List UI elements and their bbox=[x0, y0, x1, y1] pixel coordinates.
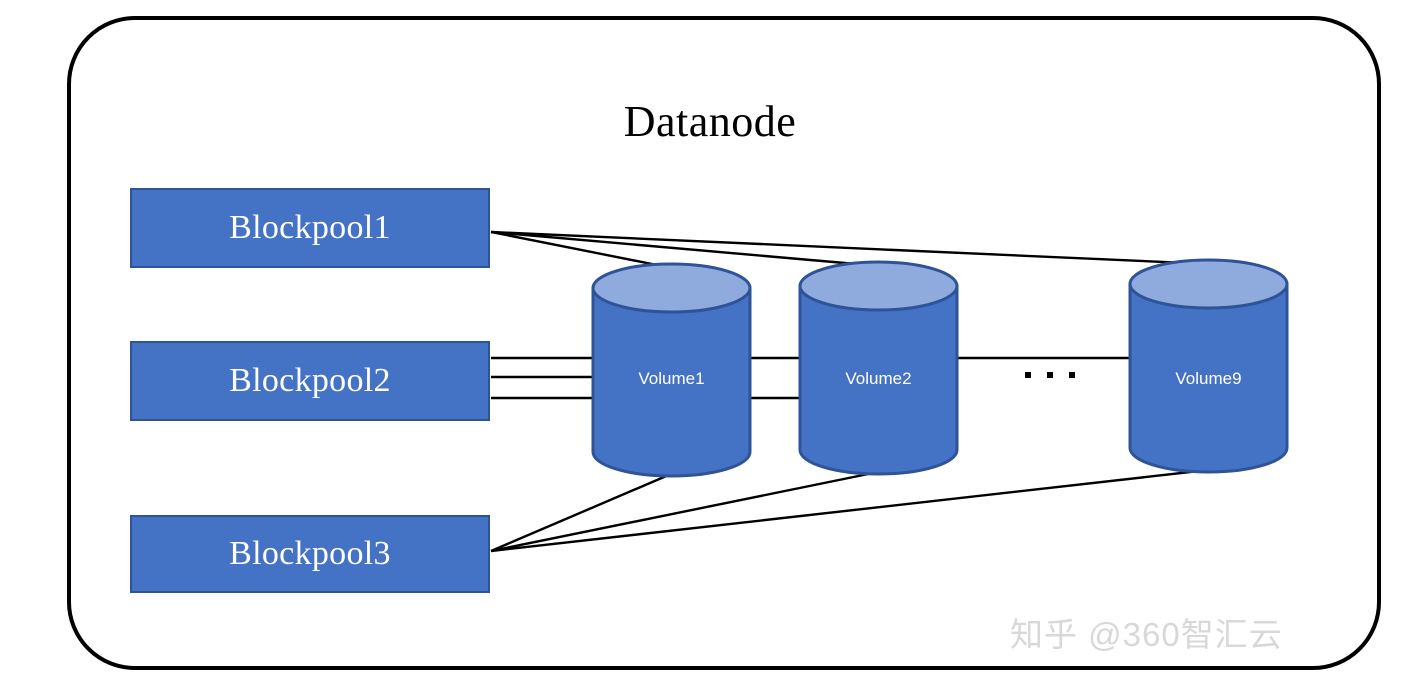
connector-bp1-vol1 bbox=[490, 230, 673, 270]
blockpool2-box[interactable]: Blockpool2 bbox=[130, 341, 490, 421]
connector-bp1-vol9 bbox=[490, 230, 1210, 266]
datanode-container-outline bbox=[67, 16, 1381, 670]
blockpool1-connectors bbox=[490, 230, 1210, 270]
cylinder-volume1[interactable] bbox=[591, 262, 752, 478]
cylinder-volume1-top bbox=[591, 262, 752, 314]
watermark: 知乎 @360智汇云 bbox=[1010, 616, 1283, 653]
blockpool1-box[interactable]: Blockpool1 bbox=[130, 188, 490, 268]
cylinder-volume9-top bbox=[1128, 258, 1289, 310]
blockpool3-label: Blockpool3 bbox=[229, 535, 391, 572]
cylinder-volume9[interactable] bbox=[1128, 258, 1289, 474]
blockpool3-connectors bbox=[490, 468, 1209, 553]
blockpool1-label: Blockpool1 bbox=[229, 209, 391, 246]
blockpool2-label: Blockpool2 bbox=[229, 362, 391, 399]
ellipsis-dots bbox=[1025, 372, 1075, 378]
cylinder-volume1-body bbox=[591, 286, 752, 478]
page-title: Datanode bbox=[623, 97, 797, 146]
connector-bp3-vol1 bbox=[490, 472, 672, 553]
connector-bp1-vol2 bbox=[490, 230, 880, 268]
cylinder-volume2-body bbox=[798, 284, 959, 476]
cylinder-volume2-top bbox=[798, 260, 959, 312]
cylinder-volume9-body bbox=[1128, 282, 1289, 474]
blockpool3-box[interactable]: Blockpool3 bbox=[130, 515, 490, 593]
connector-bp3-vol9 bbox=[490, 468, 1209, 553]
cylinder-volume2[interactable] bbox=[798, 260, 959, 476]
connector-bp3-vol2 bbox=[490, 470, 879, 553]
